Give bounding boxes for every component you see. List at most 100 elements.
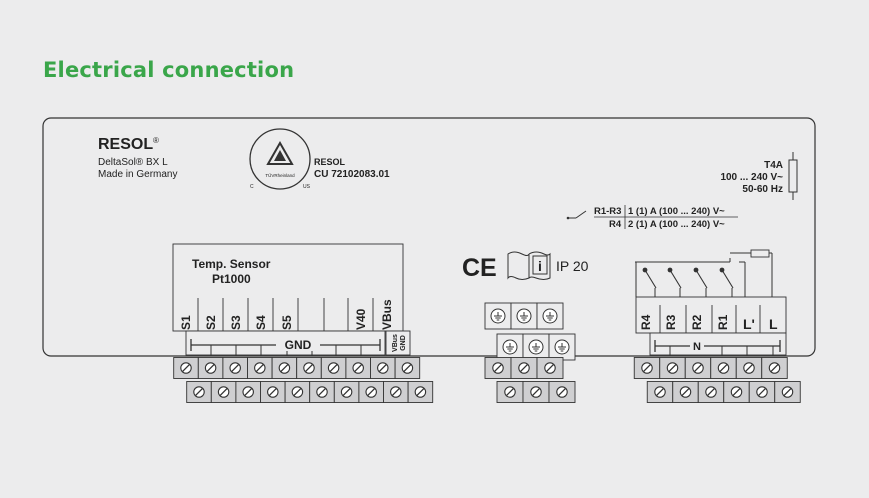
relay-rating-r1r3-value: 1 (1) A (100 ... 240) V~ (628, 206, 725, 217)
sensor-terminal-top (320, 357, 347, 379)
sensor-terminal-row-top (173, 357, 421, 379)
relay-label-r3: R3 (664, 314, 678, 330)
sensor-terminal-top (271, 357, 298, 379)
neutral-label-bg (690, 340, 704, 352)
relay-terminal-top (659, 357, 686, 379)
relay-terminal-top (735, 357, 763, 379)
page-title: Electrical connection (43, 58, 295, 82)
relay-contacts (635, 249, 787, 334)
resol-small-logo: RESOL (314, 157, 346, 167)
sensor-terminal-top (345, 357, 371, 379)
sensor-terminal-top (296, 357, 322, 379)
sensor-terminal-bottom (235, 381, 261, 403)
earth-terminal-bottom (548, 381, 576, 403)
relay-label-l: L (769, 316, 778, 332)
relay-terminal-bottom (748, 381, 776, 403)
neutral-bus-taps (669, 346, 774, 356)
relay-neutral-bus-box (649, 332, 787, 356)
earth-terminal-row-bottom (496, 381, 576, 403)
relay-label-l-prime: L' (743, 316, 755, 332)
relay-terminal-row-top (633, 357, 788, 379)
vbus-gnd-label-vbus: VBus (392, 334, 399, 352)
relay-rating-r1r3-label: R1-R3 (594, 206, 621, 217)
earth-terminal (510, 302, 538, 330)
svg-text:US: US (303, 184, 311, 190)
brand-logo: RESOL (98, 136, 153, 153)
sensor-dividers (197, 298, 374, 331)
earth-terminal (484, 302, 512, 330)
device-housing (42, 117, 816, 357)
vbus-gnd-box (385, 330, 411, 356)
sensor-terminal-top (197, 357, 224, 379)
relay-terminal-top (684, 357, 712, 379)
relay-label-r4: R4 (639, 314, 653, 330)
relay-terminal-bottom (723, 381, 750, 403)
svg-text:i: i (538, 258, 542, 274)
sensor-label-s1: S1 (179, 315, 193, 330)
neutral-label: N (693, 341, 701, 353)
earth-terminal-row-upper (484, 302, 564, 330)
relay-terminal-bottom (646, 381, 674, 403)
sensor-terminal-bottom (210, 381, 237, 403)
relay-label-r2: R2 (690, 314, 704, 330)
vbus-gnd-label-gnd: GND (400, 335, 407, 351)
sensor-label-vbus: VBus (380, 299, 394, 330)
frequency-rating: 50-60 Hz (742, 184, 783, 195)
sensor-label-s4: S4 (254, 315, 268, 330)
earth-terminal (496, 333, 524, 361)
sensor-terminal-bottom (358, 381, 384, 403)
voltage-rating: 100 ... 240 V~ (720, 172, 783, 183)
sensor-terminal-top (222, 357, 248, 379)
relay-rating-r4-value: 2 (1) A (100 ... 240) V~ (628, 219, 725, 230)
earth-terminal-row-lower (496, 333, 576, 361)
tuv-certification-icon: TÜVRheinland C US (249, 128, 311, 190)
earth-terminal-top (510, 357, 538, 379)
sensor-label-s2: S2 (204, 315, 218, 330)
fuse-rating: T4A (764, 160, 783, 171)
earth-terminal-bottom (522, 381, 550, 403)
sensor-terminal-bottom (407, 381, 434, 403)
earth-terminal (522, 333, 550, 361)
sensor-terminal-bottom (309, 381, 335, 403)
device-origin: Made in Germany (98, 169, 177, 180)
relay-label-frame (635, 296, 787, 334)
sensor-terminal-bottom (284, 381, 311, 403)
earth-terminal-top (536, 357, 564, 379)
cu-number: CU 72102083.01 (314, 169, 390, 180)
gnd-label: GND (285, 338, 312, 352)
relay-terminal-bottom (672, 381, 699, 403)
gnd-label-bg (276, 339, 320, 351)
earth-terminal (548, 333, 576, 361)
svg-text:C: C (250, 184, 254, 190)
sensor-terminal-row-bottom (186, 381, 434, 403)
earth-terminal-row-top (484, 357, 564, 379)
earth-terminal (536, 302, 564, 330)
earth-terminal-bottom (496, 381, 524, 403)
relay-switch-icon (566, 210, 587, 220)
brand-registered-mark: ® (153, 136, 159, 145)
ip-rating: IP 20 (556, 258, 589, 274)
sensor-label-s5: S5 (280, 315, 294, 330)
sensor-block-subtitle: Pt1000 (212, 272, 251, 286)
sensor-terminal-bottom (260, 381, 286, 403)
device-model: DeltaSol® BX L (98, 157, 168, 168)
relay-terminal-top (710, 357, 737, 379)
sensor-terminal-top (370, 357, 396, 379)
sensor-terminal-bottom (383, 381, 409, 403)
sensor-terminal-top (173, 357, 199, 379)
sensor-terminal-bottom (186, 381, 212, 403)
relay-terminal-bottom (697, 381, 725, 403)
sensor-terminal-top (394, 357, 421, 379)
svg-text:TÜVRheinland: TÜVRheinland (265, 172, 295, 178)
sensor-label-v40: V40 (354, 308, 368, 330)
sensor-block-title: Temp. Sensor (192, 257, 271, 271)
fuse-icon (788, 152, 798, 200)
manual-info-icon: i (507, 251, 551, 280)
sensor-terminal-bottom (333, 381, 360, 403)
sensor-terminal-top (247, 357, 273, 379)
relay-fuse-icon (750, 249, 770, 258)
relay-terminal-row-bottom (646, 381, 801, 403)
relay-rating-r4-label: R4 (609, 219, 622, 230)
